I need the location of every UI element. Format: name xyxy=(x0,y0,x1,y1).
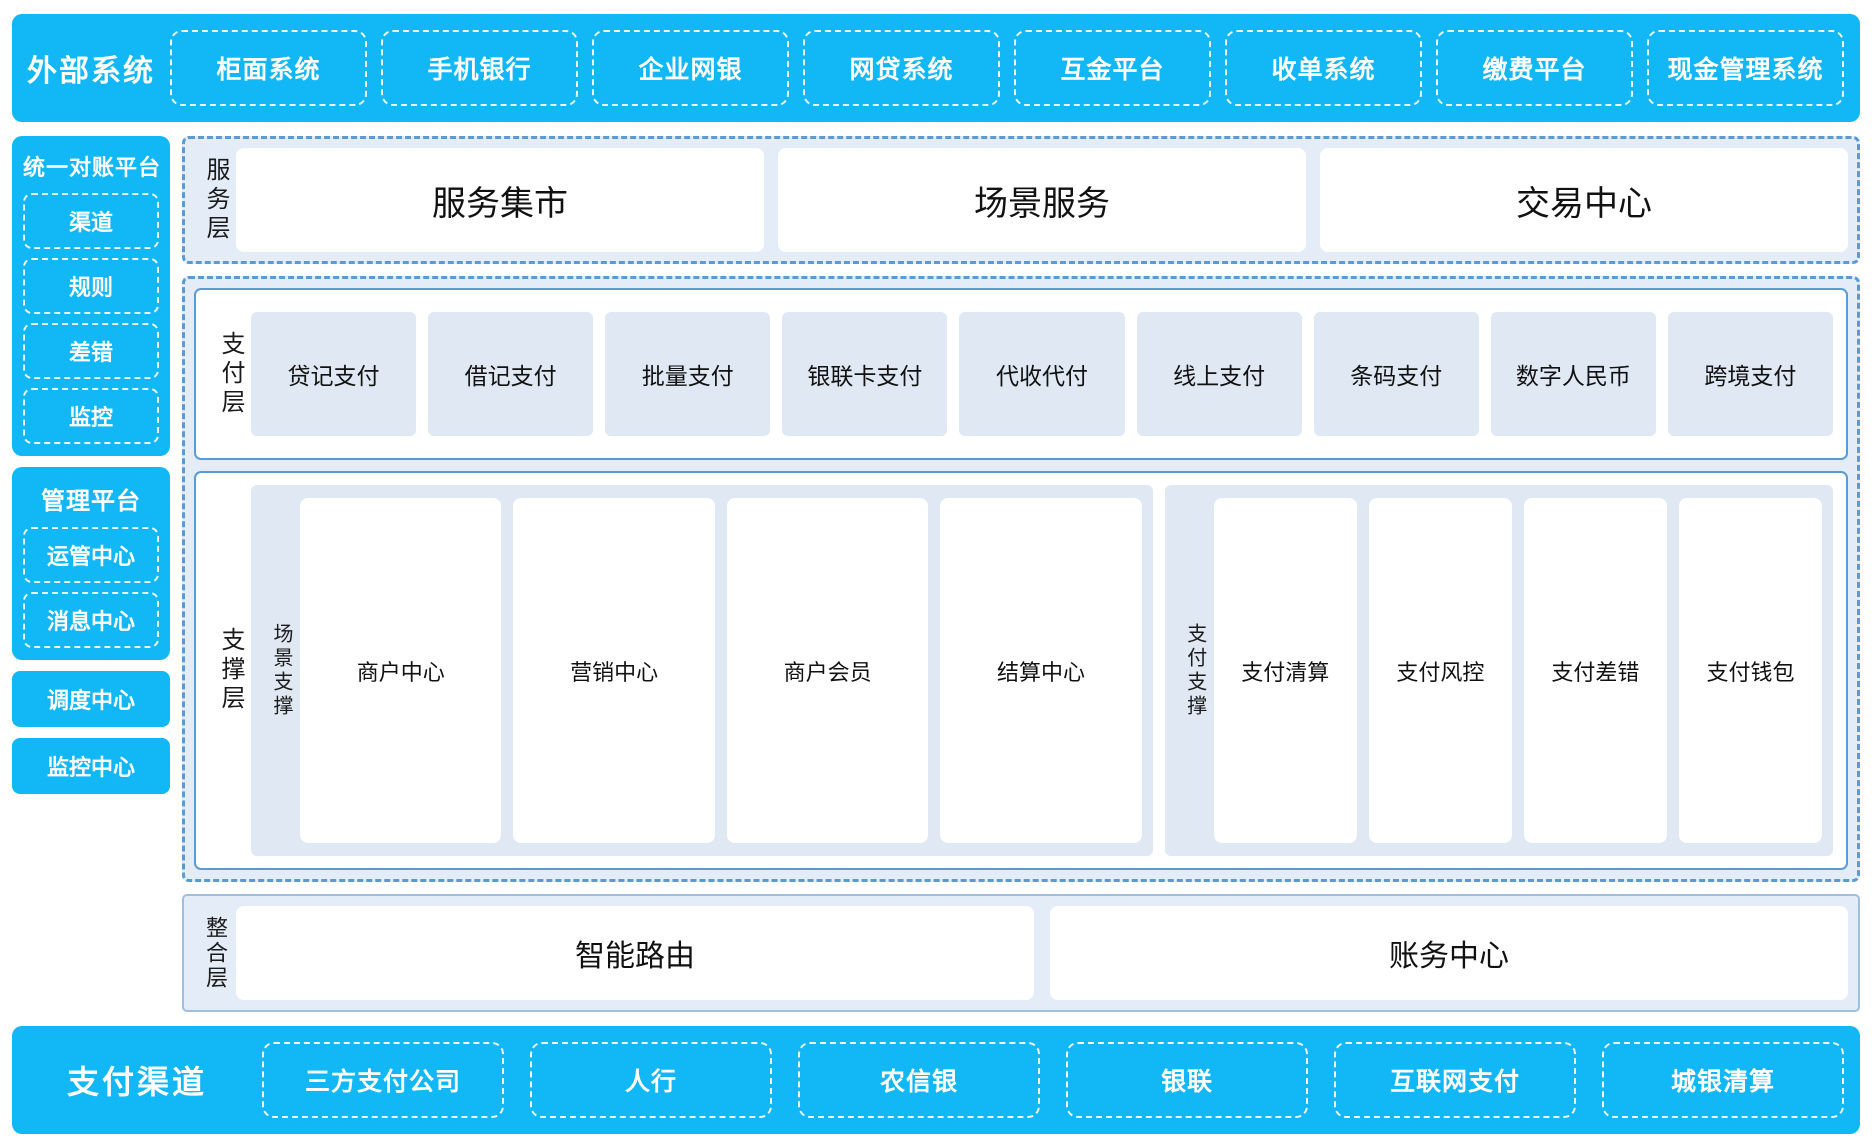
service-layer-cards: 服务集市 场景服务 交易中心 xyxy=(236,148,1848,252)
external-system-item[interactable]: 互金平台 xyxy=(1014,30,1211,106)
payment-tile[interactable]: 代收代付 xyxy=(959,312,1125,436)
support-tile[interactable]: 支付钱包 xyxy=(1678,498,1822,843)
left-rail: 统一对账平台 渠道 规则 差错 监控 管理平台 运管中心 消息中心 调度中心 监… xyxy=(12,136,170,1012)
payment-channels-list: 三方支付公司 人行 农信银 银联 互联网支付 城银清算 xyxy=(262,1042,1844,1118)
payment-tile[interactable]: 线上支付 xyxy=(1136,312,1302,436)
service-card-scenario[interactable]: 场景服务 xyxy=(778,148,1306,252)
payment-support-tiles: 支付清算 支付风控 支付差错 支付钱包 xyxy=(1213,498,1822,843)
reconciliation-platform-title: 统一对账平台 xyxy=(23,155,162,180)
support-layer-panel: 支撑层 场景支撑 商户中心 营销中心 商户会员 结算中心 xyxy=(194,471,1848,870)
payment-tile[interactable]: 数字人民币 xyxy=(1490,312,1656,436)
support-layer-groups: 场景支撑 商户中心 营销中心 商户会员 结算中心 支付支撑 支付清算 xyxy=(251,485,1833,856)
rail-item-error[interactable]: 差错 xyxy=(23,323,159,379)
rail-item-rule[interactable]: 规则 xyxy=(23,258,159,314)
service-card-transaction[interactable]: 交易中心 xyxy=(1320,148,1848,252)
external-systems-bar: 外部系统 柜面系统 手机银行 企业网银 网贷系统 互金平台 收单系统 缴费平台 … xyxy=(12,14,1860,122)
rail-item-operations-center[interactable]: 运管中心 xyxy=(23,527,159,583)
support-tile[interactable]: 支付风控 xyxy=(1368,498,1512,843)
external-system-item[interactable]: 缴费平台 xyxy=(1436,30,1633,106)
payment-support-label: 支付支撑 xyxy=(1183,622,1206,719)
payment-channels-bar: 支付渠道 三方支付公司 人行 农信银 银联 互联网支付 城银清算 xyxy=(12,1026,1860,1134)
scene-support-group: 场景支撑 商户中心 营销中心 商户会员 结算中心 xyxy=(251,485,1153,856)
external-system-item[interactable]: 现金管理系统 xyxy=(1647,30,1844,106)
integration-card-accounting[interactable]: 账务中心 xyxy=(1050,906,1848,1000)
external-system-item[interactable]: 网贷系统 xyxy=(803,30,1000,106)
rail-item-monitor[interactable]: 监控 xyxy=(23,388,159,444)
management-platform-title: 管理平台 xyxy=(41,488,141,515)
support-layer-label: 支撑层 xyxy=(217,627,244,714)
support-tile[interactable]: 商户中心 xyxy=(300,498,502,843)
integration-layer-cards: 智能路由 账务中心 xyxy=(236,906,1848,1000)
payment-channel-item[interactable]: 城银清算 xyxy=(1602,1042,1844,1118)
rail-item-channel[interactable]: 渠道 xyxy=(23,193,159,249)
external-system-item[interactable]: 手机银行 xyxy=(381,30,578,106)
support-tile[interactable]: 结算中心 xyxy=(940,498,1142,843)
payment-tile[interactable]: 条码支付 xyxy=(1313,312,1479,436)
middle-region: 统一对账平台 渠道 规则 差错 监控 管理平台 运管中心 消息中心 调度中心 监… xyxy=(12,136,1860,1012)
payment-channel-item[interactable]: 互联网支付 xyxy=(1334,1042,1576,1118)
payment-and-support-group: 支付层 贷记支付 借记支付 批量支付 银联卡支付 代收代付 线上支付 条码支付 … xyxy=(182,276,1860,882)
service-card-marketplace[interactable]: 服务集市 xyxy=(236,148,764,252)
payment-channels-title: 支付渠道 xyxy=(66,1064,207,1100)
payment-layer-tiles: 贷记支付 借记支付 批量支付 银联卡支付 代收代付 线上支付 条码支付 数字人民… xyxy=(251,312,1833,436)
support-tile[interactable]: 商户会员 xyxy=(726,498,929,843)
payment-channel-item[interactable]: 银联 xyxy=(1066,1042,1308,1118)
support-tile[interactable]: 营销中心 xyxy=(513,498,715,843)
external-systems-title: 外部系统 xyxy=(27,55,155,88)
payment-tile[interactable]: 跨境支付 xyxy=(1667,312,1833,436)
payment-tile[interactable]: 贷记支付 xyxy=(251,312,417,436)
payment-tile[interactable]: 借记支付 xyxy=(428,312,594,436)
external-systems-list: 柜面系统 手机银行 企业网银 网贷系统 互金平台 收单系统 缴费平台 现金管理系… xyxy=(170,30,1844,106)
rail-item-monitoring-center[interactable]: 监控中心 xyxy=(12,738,170,794)
integration-layer-panel: 整合层 智能路由 账务中心 xyxy=(182,894,1860,1012)
payment-tile[interactable]: 银联卡支付 xyxy=(782,312,948,436)
rail-item-scheduling-center[interactable]: 调度中心 xyxy=(12,671,170,727)
service-layer-group: 服务层 服务集市 场景服务 交易中心 xyxy=(182,136,1860,264)
rail-item-message-center[interactable]: 消息中心 xyxy=(23,592,159,648)
reconciliation-platform-card: 统一对账平台 渠道 规则 差错 监控 xyxy=(12,136,170,456)
payment-support-group: 支付支撑 支付清算 支付风控 支付差错 支付钱包 xyxy=(1164,485,1833,856)
external-system-item[interactable]: 企业网银 xyxy=(592,30,789,106)
scene-support-label: 场景支撑 xyxy=(270,622,292,719)
payment-channel-item[interactable]: 三方支付公司 xyxy=(262,1042,504,1118)
external-system-item[interactable]: 柜面系统 xyxy=(170,30,367,106)
service-layer-label: 服务层 xyxy=(202,156,229,244)
support-tile[interactable]: 支付清算 xyxy=(1213,498,1357,843)
management-platform-card: 管理平台 运管中心 消息中心 xyxy=(12,467,170,660)
external-system-item[interactable]: 收单系统 xyxy=(1225,30,1422,106)
payment-channel-item[interactable]: 人行 xyxy=(530,1042,772,1118)
support-tile[interactable]: 支付差错 xyxy=(1523,498,1667,843)
payment-channel-item[interactable]: 农信银 xyxy=(798,1042,1040,1118)
payment-tile[interactable]: 批量支付 xyxy=(605,312,771,436)
payment-layer-panel: 支付层 贷记支付 借记支付 批量支付 银联卡支付 代收代付 线上支付 条码支付 … xyxy=(194,288,1848,460)
layer-stack: 服务层 服务集市 场景服务 交易中心 支付层 贷记支付 借记支付 批量支付 银联… xyxy=(182,136,1860,1012)
payment-layer-label: 支付层 xyxy=(217,330,244,418)
integration-layer-label: 整合层 xyxy=(203,915,228,991)
integration-card-smart-routing[interactable]: 智能路由 xyxy=(236,906,1034,1000)
scene-support-tiles: 商户中心 营销中心 商户会员 结算中心 xyxy=(300,498,1142,843)
